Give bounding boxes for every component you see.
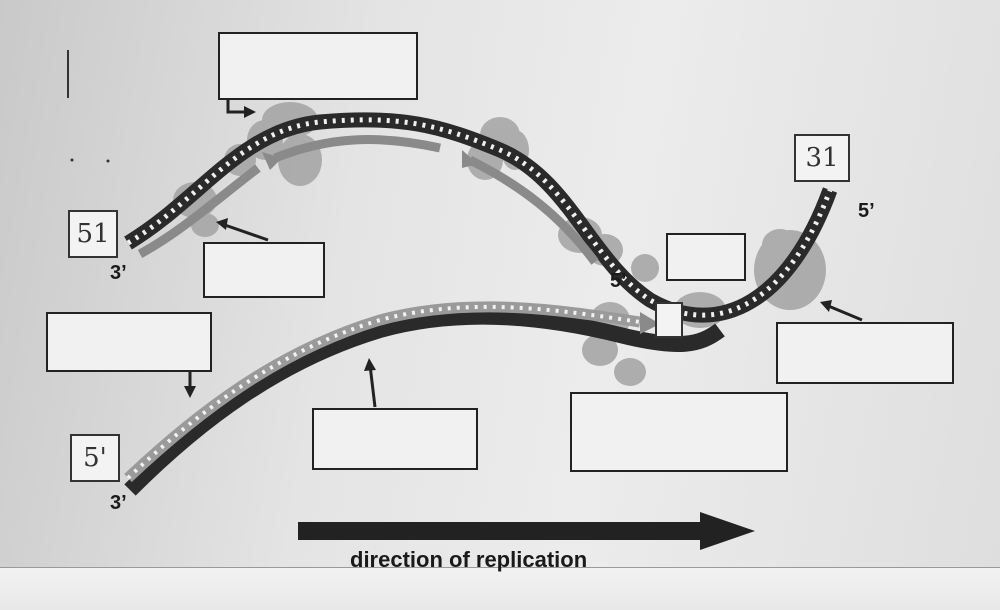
handwritten-box-small[interactable] [655,302,683,338]
label-3prime-top: 3’ [110,262,127,285]
answer-box-fork[interactable] [666,233,746,281]
handwritten-text: 31 [805,145,838,171]
margin-dot [71,159,74,162]
answer-box-right[interactable] [776,322,954,384]
answer-box-bottom-right[interactable] [570,392,788,472]
label-3prime-bottom: 3’ [110,492,127,515]
handwritten-box-top-right[interactable]: 31 [794,134,850,182]
margin-dot [107,160,110,163]
handwritten-text: 5' [83,445,107,471]
answer-box-upper-left[interactable] [203,242,325,298]
direction-arrow-head [700,512,755,550]
direction-arrow-shaft [298,522,708,540]
handwritten-text: 51 [76,221,109,247]
answer-box-bottom-middle[interactable] [312,408,478,470]
answer-box-top[interactable] [218,32,418,100]
label-5prime-top-right: 5’ [858,200,875,223]
handwritten-box-top-left[interactable]: 51 [68,210,118,258]
direction-caption: direction of replication [350,547,587,573]
handwritten-box-bottom-left[interactable]: 5' [70,434,120,482]
answer-box-left[interactable] [46,312,212,372]
label-5prime-middle: 5’ [610,270,627,293]
